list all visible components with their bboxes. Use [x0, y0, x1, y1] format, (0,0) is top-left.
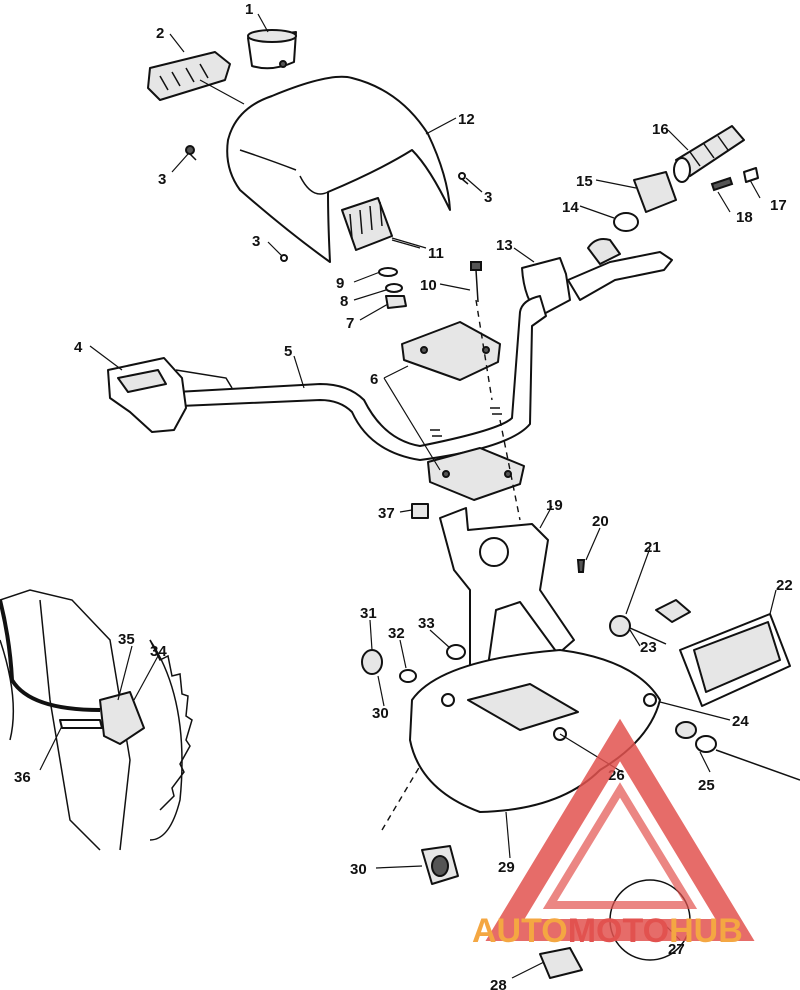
- callout-9: 9: [336, 275, 344, 292]
- callout-14: 14: [562, 199, 579, 216]
- callout-33: 33: [418, 615, 435, 632]
- callout-8: 8: [340, 293, 348, 310]
- watermark: AUTOMOTOHUB: [472, 718, 755, 950]
- callout-28: 28: [490, 977, 507, 990]
- part-throttle-grip: [613, 125, 759, 232]
- watermark-triangle: [485, 718, 755, 941]
- part-bolt: [470, 261, 482, 303]
- part-clip: [411, 503, 429, 519]
- callout-19: 19: [546, 497, 563, 514]
- part-screws: [185, 145, 469, 262]
- watermark-moto: MOTO: [568, 912, 669, 950]
- callout-30-lower: 30: [350, 861, 367, 878]
- part-ignition-switch: [421, 845, 459, 885]
- part-handlebar-clamps: [401, 321, 525, 501]
- part-handlebar: [175, 295, 547, 461]
- callout-30-upper: 30: [372, 705, 389, 722]
- callout-35: 35: [118, 631, 135, 648]
- callout-7: 7: [346, 315, 354, 332]
- part-connector-block: [341, 197, 427, 251]
- part-key-switch: [361, 644, 466, 683]
- callout-29: 29: [498, 859, 515, 876]
- part-fairing: [226, 75, 451, 263]
- part-steering-bracket: [439, 507, 575, 671]
- callout-23: 23: [640, 639, 657, 656]
- callout-18: 18: [736, 209, 753, 226]
- callout-20: 20: [592, 513, 609, 530]
- assembly-line-center: [475, 299, 521, 521]
- callout-32: 32: [388, 625, 405, 642]
- callout-1: 1: [245, 1, 253, 18]
- callout-36: 36: [14, 769, 31, 786]
- part-nut-washer-stack: [378, 267, 407, 309]
- part-screw-20: [576, 559, 586, 573]
- part-speedo-cable: [643, 693, 800, 781]
- callout-13: 13: [496, 237, 513, 254]
- watermark-hub: HUB: [669, 912, 743, 950]
- callout-25: 25: [698, 777, 715, 794]
- callout-24: 24: [732, 713, 749, 730]
- svg-text:AUTOMOTOHUB: AUTOMOTOHUB: [472, 912, 743, 950]
- part-switch-housing: [107, 357, 233, 433]
- callout-27: 27: [668, 941, 685, 958]
- callout-22: 22: [776, 577, 793, 594]
- callout-15: 15: [576, 173, 593, 190]
- callout-37: 37: [378, 505, 395, 522]
- callout-3-lower: 3: [252, 233, 260, 250]
- callout-34: 34: [150, 643, 167, 660]
- watermark-auto: AUTO: [472, 912, 568, 950]
- callout-6: 6: [370, 371, 378, 388]
- callout-3-left: 3: [158, 171, 166, 188]
- callout-16: 16: [652, 121, 669, 138]
- part-headlight: [655, 599, 791, 707]
- callout-11: 11: [428, 245, 444, 262]
- part-indicator-housing: [147, 51, 231, 101]
- callout-17: 17: [770, 197, 787, 214]
- part-gauge: [247, 29, 297, 70]
- callout-3-right: 3: [484, 189, 492, 206]
- callout-2: 2: [156, 25, 164, 42]
- callout-12: 12: [458, 111, 475, 128]
- callout-5: 5: [284, 343, 292, 360]
- part-master-cylinder-lever: [521, 238, 673, 317]
- callout-10: 10: [420, 277, 437, 294]
- part-adjuster: [609, 615, 667, 645]
- callout-labels: 1 2 3 3 3 4 5 6 7 8 9 10 11 12 13 14 15 …: [14, 1, 793, 990]
- inset-brake-assembly: [0, 589, 193, 851]
- callout-21: 21: [644, 539, 661, 556]
- callout-4: 4: [74, 339, 83, 356]
- callout-31: 31: [360, 605, 377, 622]
